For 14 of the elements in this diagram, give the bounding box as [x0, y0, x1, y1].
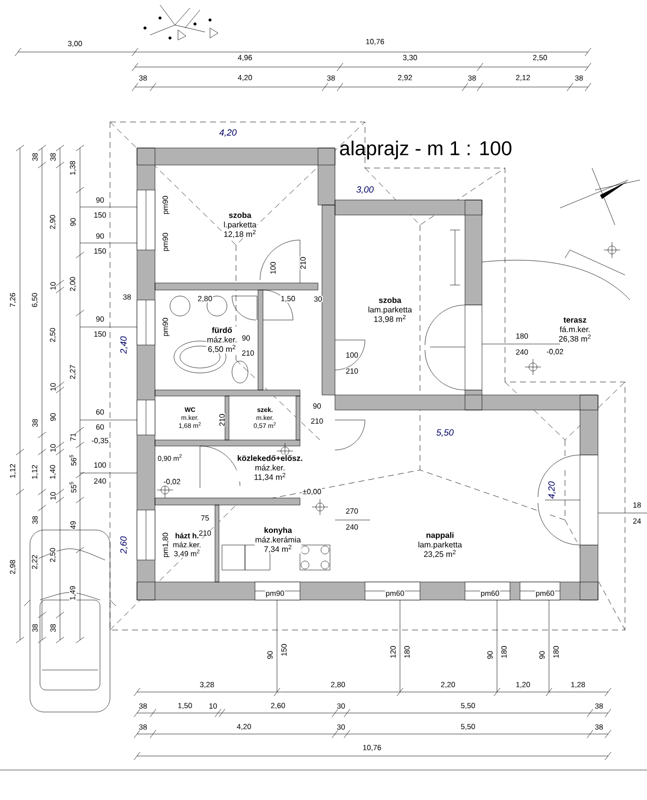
room-label: konyha máz.kerámia 7,34 m$^{2}$: [254, 526, 302, 554]
room-label: nappali lam.parketta 23,25 m$^{2}$: [418, 532, 462, 558]
handwritten-note: 2,60: [120, 536, 128, 554]
handwritten-note: 5,50: [436, 428, 454, 438]
room-label: terasz fá.m.ker. 26,38 m$^{2}$: [558, 316, 592, 344]
handwritten-note: 4,20: [548, 480, 556, 500]
handwritten-note: 4,20: [218, 128, 238, 138]
room-label: szoba l.parketta 12,18 m$^{2}$: [223, 212, 257, 238]
title: alaprajz - m 1 : 100: [340, 140, 512, 160]
handwritten-note: 3,00: [356, 186, 374, 194]
room-label: fürdő máz.ker. 6,50 m$^{2}$: [206, 326, 238, 354]
handwritten-note: 2,40: [120, 336, 128, 354]
room-label: közlekedő+elősz. máz.ker. 11,34 m$^{2}$: [236, 454, 304, 482]
room-label: szoba lam.parketta 13,98 m$^{2}$: [367, 296, 412, 324]
